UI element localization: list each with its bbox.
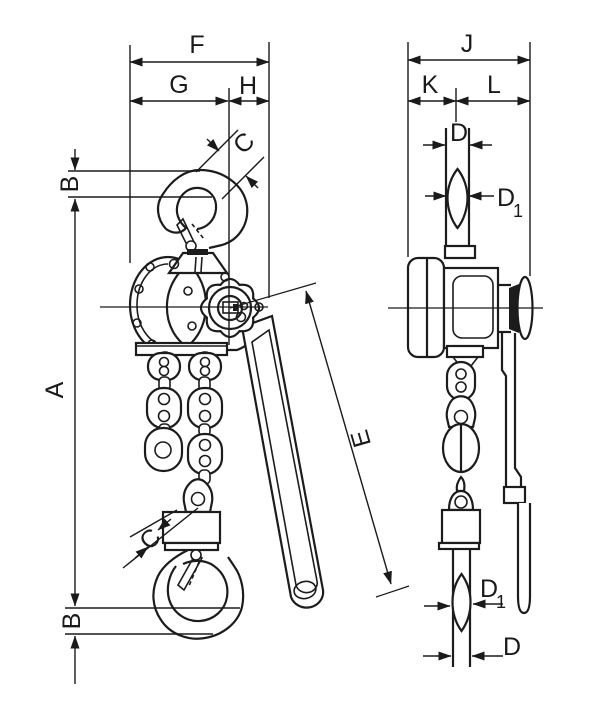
dim-B-top: B — [56, 149, 212, 198]
dim-A: A — [41, 198, 80, 607]
dim-label-c-top: C — [228, 127, 260, 160]
gear-housing-side — [388, 244, 543, 367]
load-chain-right-strand — [182, 351, 224, 514]
top-hook-bracket — [166, 249, 230, 275]
bottom-hook — [152, 510, 245, 640]
dim-label-d-bottom: D — [503, 633, 521, 661]
dim-label-g: G — [169, 71, 188, 99]
bolt-icon — [187, 321, 197, 331]
side-chain-bottom — [437, 360, 482, 667]
bolt-icon — [145, 262, 155, 272]
lever-arm-side — [500, 333, 532, 615]
dim-D-top: D — [423, 119, 492, 150]
swivel-link — [445, 395, 477, 429]
chain-link-edge — [451, 572, 472, 633]
dim-D1-bottom: D 1 — [424, 575, 506, 612]
side-chain-top — [444, 128, 471, 250]
dim-label-d-top: D — [450, 119, 468, 147]
dim-label-d1-bottom: D — [480, 575, 498, 603]
dim-label-c-bottom: C — [134, 523, 166, 556]
dim-E: E — [229, 282, 410, 598]
load-chain-left-strand — [143, 351, 184, 473]
chain-end-ring — [143, 426, 184, 473]
lever-grip-side — [516, 503, 532, 615]
front-view: F G H C B A — [41, 31, 410, 684]
dim-label-b-bottom: B — [58, 613, 86, 630]
dim-label-l: L — [487, 71, 501, 99]
bolt-icon — [183, 286, 193, 296]
swivel-link — [182, 478, 214, 514]
dim-label-j: J — [461, 30, 474, 58]
latch-pivot — [190, 549, 202, 561]
hook-tip-side — [455, 475, 466, 493]
lever-end-grip — [293, 580, 317, 600]
dimensions-side: J K L D D 1 D — [407, 30, 531, 661]
dim-D1-top: D 1 — [425, 184, 523, 221]
dim-label-d1-top: D — [497, 184, 515, 212]
hook-pin — [187, 249, 208, 255]
dim-label-f: F — [189, 31, 204, 59]
dim-label-e: E — [345, 427, 377, 451]
side-view: J K L D D 1 D — [388, 30, 543, 667]
dim-label-d1-bottom-sub: 1 — [496, 592, 506, 612]
lever-arm-front — [240, 314, 325, 609]
dim-B-bottom: B — [58, 607, 240, 684]
bolt-icon — [134, 284, 144, 294]
chain-link-edge — [446, 167, 469, 230]
dim-label-b-top: B — [56, 176, 84, 193]
bottom-hook-block-side — [440, 508, 482, 545]
dim-label-h: H — [239, 72, 257, 100]
dim-label-a: A — [41, 381, 69, 398]
dim-label-k: K — [422, 71, 439, 99]
dim-C-top: C — [195, 127, 265, 200]
dim-label-d1-top-sub: 1 — [513, 201, 523, 221]
dimensions-front: F G H C B A — [41, 31, 410, 684]
top-hook — [156, 168, 249, 252]
dim-D-bottom: D — [423, 633, 521, 661]
chain-link — [445, 360, 477, 402]
bolt-icon — [132, 318, 142, 328]
bottom-hook-block — [161, 510, 222, 545]
